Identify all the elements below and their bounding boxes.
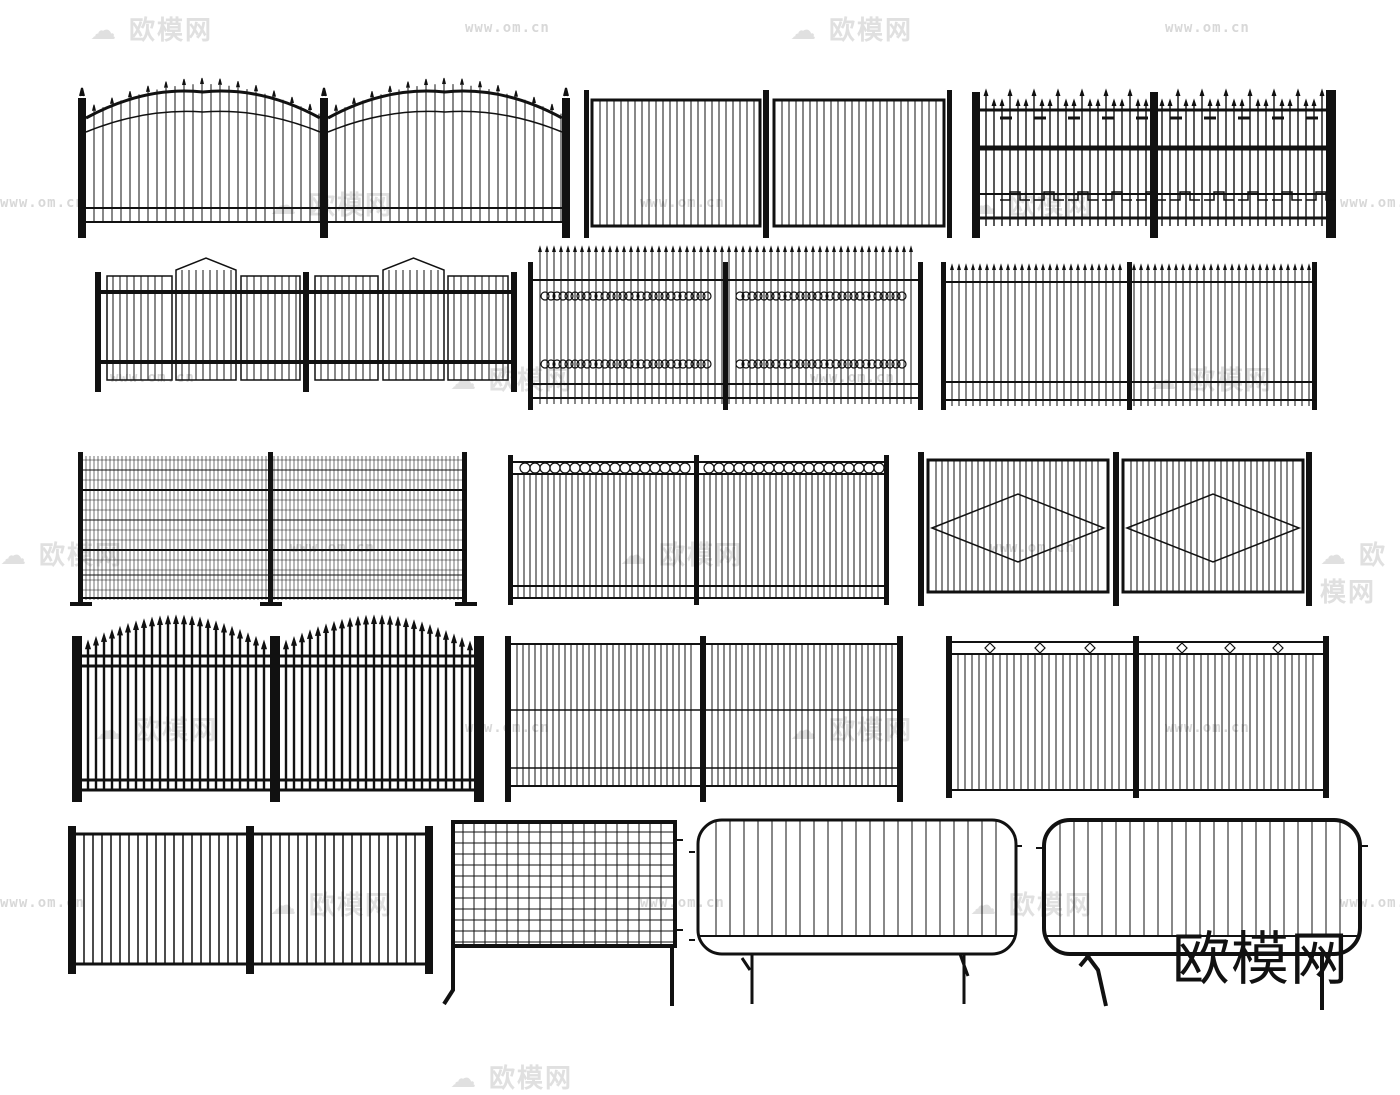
fence-grid-mesh-panel — [442, 820, 683, 1006]
fence-arched-spear-gate — [78, 77, 570, 238]
fence-double-rail-panel — [505, 636, 903, 802]
fence-diamond-gate — [918, 452, 1312, 606]
fence-wide-bar — [68, 826, 433, 974]
fence-picket-peak — [95, 257, 517, 392]
fence-bold-arched-spear — [72, 614, 484, 802]
fence-diamond-ornament — [946, 636, 1329, 798]
fence-thin-bar — [941, 262, 1317, 410]
fence-ring-top — [508, 455, 889, 605]
fence-crowd-barrier-b — [1036, 818, 1368, 1010]
fence-crowd-barrier-a — [689, 818, 1022, 1004]
fence-wire-mesh — [70, 452, 477, 606]
brand-mark: 欧模网 — [1172, 925, 1350, 993]
fence-heavy-spear — [972, 88, 1336, 238]
fence-framed-bar-panel — [584, 90, 952, 238]
fence-scroll-ornament — [528, 245, 923, 410]
